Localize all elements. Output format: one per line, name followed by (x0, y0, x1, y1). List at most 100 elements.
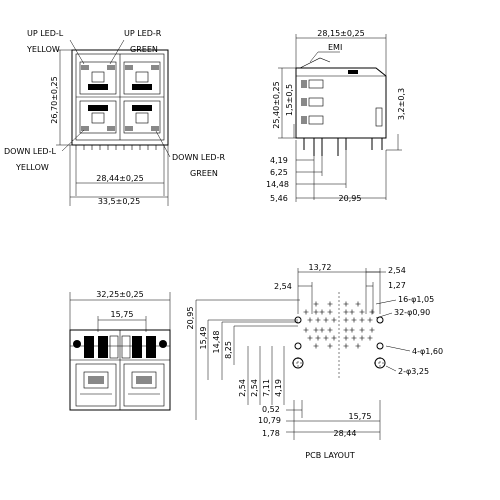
pcb-v1-dim: 20,95 (186, 307, 195, 330)
pcb-pin-hole (359, 327, 365, 333)
pcb-pin-hole (355, 343, 361, 349)
down-led-r-label: DOWN LED-R (172, 153, 225, 162)
pcb-pin-hole (313, 327, 319, 333)
pcb-pin-hole (313, 309, 319, 315)
bottom-pin-area (73, 335, 167, 359)
pcb-mount-hole (376, 342, 384, 350)
yellow-bottom-label: YELLOW (15, 163, 49, 172)
yellow-top-label: YELLOW (26, 45, 60, 54)
pcb-pin-hole (367, 317, 373, 323)
up-led-r-label: UP LED-R (124, 29, 162, 38)
pcb-pin-hole (307, 335, 313, 341)
pcb-pin-hole (307, 317, 313, 323)
down-led-l-label: DOWN LED-L (4, 147, 56, 156)
front-housing (71, 49, 169, 146)
pcb-pin-hole (349, 309, 355, 315)
pcb-v7-dim: 7,11 (262, 379, 271, 397)
up-led-l-label: UP LED-L (27, 29, 64, 38)
pcb-h3-dim: 15,75 (349, 412, 372, 421)
pcb-pin-hole (343, 327, 349, 333)
pcb-h1-dim: 0,52 (262, 405, 280, 414)
emi-label: EMI (328, 43, 342, 52)
pcb-pin-hole (367, 335, 373, 341)
pcb-v8-dim: 4,19 (274, 379, 283, 397)
pcb-pin-hole (331, 335, 337, 341)
green-top-label: GREEN (130, 45, 158, 54)
pcb-pin-hole (319, 327, 325, 333)
pcb-pin-hole (319, 309, 325, 315)
pcb-holes (303, 301, 375, 349)
front-inner-width-dim: 28,44±0,25 (96, 174, 143, 183)
pcb-pin-hole (343, 301, 349, 307)
front-pins (75, 145, 165, 150)
pcb-pin-hole (313, 301, 319, 307)
pcb-h4-dim: 1,78 (262, 429, 280, 438)
pcb-v4-dim: 8,25 (224, 341, 233, 359)
pcb-pin-hole (369, 309, 375, 315)
pcb-pin-hole (369, 327, 375, 333)
pcb-pin-hole (359, 335, 365, 341)
bottom-inner-dim: 15,75 (111, 310, 134, 319)
front-outer-width-dim: 33,5±0,25 (98, 197, 140, 206)
bottom-width-dim: 32,25±0,25 (96, 290, 143, 299)
pcb-pin-hole (315, 317, 321, 323)
pcb-pin-hole (327, 301, 333, 307)
side-d4-dim: 5,46 (270, 194, 288, 203)
pcb-top3-dim: 2,54 (274, 282, 292, 291)
pcb-pin-hole (327, 327, 333, 333)
pcb-pin-hole (327, 309, 333, 315)
pcb-top4-dim: 1,27 (388, 281, 406, 290)
pcb-v5-dim: 2,54 (238, 379, 247, 397)
pcb-mount-hole (294, 342, 302, 350)
pcb-pin-hole (359, 317, 365, 323)
side-housing (295, 67, 387, 139)
pcb-v2-dim: 15,49 (199, 327, 208, 350)
pcb-holes1-label: 16-φ1,05 (398, 295, 434, 304)
front-height-dim: 26,70±0,25 (50, 76, 59, 123)
side-width-dim: 28,15±0,25 (317, 29, 364, 38)
side-d2-dim: 6,25 (270, 168, 288, 177)
pcb-top1-dim: 13,72 (309, 263, 332, 272)
front-view: UP LED-L YELLOW UP LED-R GREEN DOWN LED-… (4, 29, 225, 206)
pcb-pin-hole (303, 309, 309, 315)
pcb-layout-label: PCB LAYOUT (305, 451, 355, 460)
side-view: EMI 28,15±0,25 25,40±0,25 1,5±0,5 (266, 29, 406, 203)
pcb-pin-hole (343, 317, 349, 323)
pcb-pin-hole (351, 317, 357, 323)
pcb-pin-hole (343, 335, 349, 341)
side-height-dim: 25,40±0,25 (272, 81, 281, 128)
pcb-holes4-label: 2-φ3,25 (398, 367, 429, 376)
pcb-mount-hole (376, 316, 384, 324)
pcb-pin-hole (343, 343, 349, 349)
pcb-pin-hole (331, 317, 337, 323)
pcb-pin-hole (313, 343, 319, 349)
pcb-h2-dim: 10,79 (258, 416, 281, 425)
side-lead-dim: 3,2±0,3 (397, 88, 406, 120)
green-bottom-label: GREEN (190, 169, 218, 178)
side-d5-dim: 20,95 (339, 194, 362, 203)
side-d3-dim: 14,48 (266, 180, 289, 189)
side-pins (303, 138, 383, 156)
pcb-holes2-label: 32-φ0,90 (394, 308, 430, 317)
pcb-pin-hole (315, 335, 321, 341)
pcb-pin-hole (351, 335, 357, 341)
pcb-pin-hole (323, 317, 329, 323)
front-ports (79, 61, 161, 134)
pcb-pin-hole (303, 327, 309, 333)
pcb-holes3-label: 4-φ1,60 (412, 347, 443, 356)
pcb-pin-hole (355, 301, 361, 307)
pcb-top2-dim: 2,54 (388, 266, 406, 275)
bottom-view: 32,25±0,25 15,75 (69, 290, 171, 411)
pcb-h5-dim: 28,44 (334, 429, 357, 438)
pcb-pin-hole (343, 309, 349, 315)
pcb-pin-hole (327, 343, 333, 349)
pcb-v6-dim: 2,54 (250, 379, 259, 397)
pcb-pin-hole (359, 309, 365, 315)
side-small-h-dim: 1,5±0,5 (285, 84, 294, 116)
pcb-layout: 13,72 2,54 2,54 1,27 16-φ1,05 32-φ0,90 4… (186, 263, 443, 460)
bottom-ports (75, 363, 165, 407)
pcb-pin-hole (323, 335, 329, 341)
pcb-pin-hole (349, 327, 355, 333)
pcb-v3-dim: 14,48 (212, 331, 221, 354)
